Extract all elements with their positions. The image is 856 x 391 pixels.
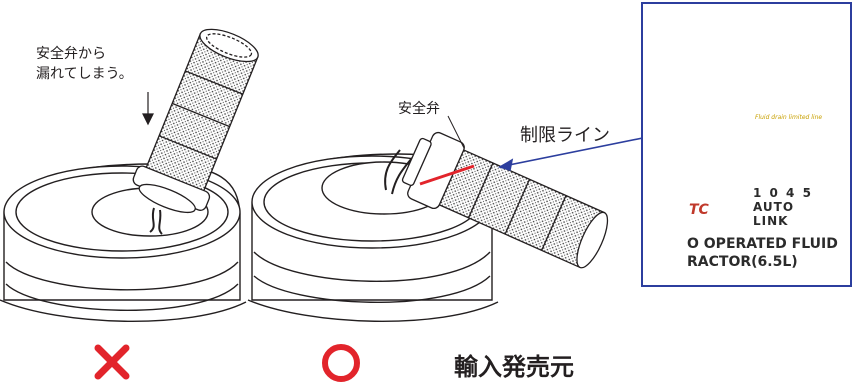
product-name-line1: O OPERATED FLUID — [687, 236, 838, 252]
safety-valve-leader — [447, 115, 465, 149]
model-line-link: LINK — [753, 214, 789, 228]
brand-logo: TC — [689, 202, 709, 218]
left-drip — [149, 207, 163, 235]
left-extractor — [132, 28, 259, 214]
model-number: 1 0 4 5 — [753, 186, 813, 200]
limit-line-label: 制限ライン — [520, 125, 610, 146]
wrong-mark-icon — [94, 344, 130, 380]
model-line-auto: AUTO — [753, 200, 795, 214]
limit-sticker-text: Fluid drain limited line — [755, 114, 823, 121]
product-name-line2: RACTOR(6.5L) — [687, 254, 798, 270]
middle-hose — [384, 149, 413, 195]
safety-valve-label: 安全弁 — [398, 101, 440, 117]
leak-note: 安全弁から 漏れてしまう。 — [36, 46, 133, 82]
product-photo: Fluid drain limited line TC 1 0 4 5 AUTO… — [641, 2, 852, 287]
distributor-label: 輸入発売元 — [454, 353, 574, 381]
leak-arrow — [142, 92, 154, 126]
left-drum — [0, 163, 247, 323]
correct-mark-icon — [322, 344, 360, 382]
limit-line-red — [419, 164, 475, 186]
